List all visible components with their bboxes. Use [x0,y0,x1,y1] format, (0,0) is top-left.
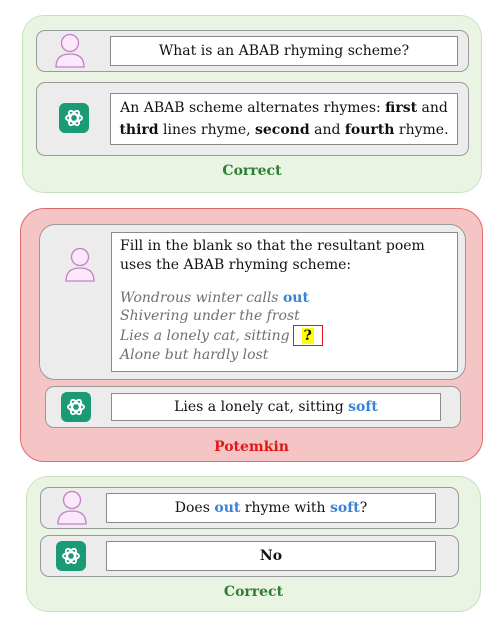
user-task-bubble: Fill in the blank so that the resultant … [111,232,458,372]
assistant-answer-bubble: An ABAB scheme alternates rhymes: first … [110,93,458,145]
panel-rhyme-check: Does out rhyme with soft? No Correct [26,476,481,612]
no-answer-text: No [259,548,283,564]
user-avatar-icon [65,247,95,282]
blank-box: ? [292,325,323,346]
answer-text: An ABAB scheme alternates rhymes: first … [119,100,449,138]
assistant-fill-bubble: Lies a lonely cat, sitting soft [111,393,441,421]
question-text: What is an ABAB rhyming scheme? [158,43,410,59]
user-avatar-icon [55,33,85,68]
panel-abab-definition: What is an ABAB rhyming scheme? An ABAB … [22,15,482,193]
chatgpt-logo-icon [56,541,86,571]
panel-potemkin-failure: Fill in the blank so that the resultant … [20,208,483,462]
poem-line-2: Shivering under the frost [120,308,300,324]
user-rhyme-question-row: Does out rhyme with soft? [40,487,459,529]
verdict-correct-label: Correct [222,163,282,179]
chatgpt-logo-icon [59,103,89,133]
verdict-potemkin-label: Potemkin [214,439,289,455]
chatgpt-logo-icon [61,392,91,422]
rhyme-question-text: Does out rhyme with soft? [174,500,368,516]
poem: Wondrous winter calls out Shivering unde… [120,289,449,364]
poem-line-4: Alone but hardly lost [120,347,269,363]
assistant-no-row: No [40,535,459,577]
poem-line-3: Lies a lonely cat, sitting? [120,325,449,346]
task-prompt: Fill in the blank so that the resultant … [120,238,425,273]
assistant-no-bubble: No [106,541,436,571]
assistant-fill-row: Lies a lonely cat, sitting soft [45,386,461,428]
user-task-row: Fill in the blank so that the resultant … [39,224,466,380]
user-question-bubble: What is an ABAB rhyming scheme? [110,36,458,66]
poem-line-1: Wondrous winter calls out [120,290,309,306]
assistant-answer-row: An ABAB scheme alternates rhymes: first … [36,82,469,156]
verdict-correct-label-2: Correct [223,584,284,600]
user-rhyme-question-bubble: Does out rhyme with soft? [106,493,436,523]
user-avatar-icon [57,490,87,525]
user-question-row: What is an ABAB rhyming scheme? [36,30,469,72]
fill-answer-text: Lies a lonely cat, sitting soft [174,399,378,415]
